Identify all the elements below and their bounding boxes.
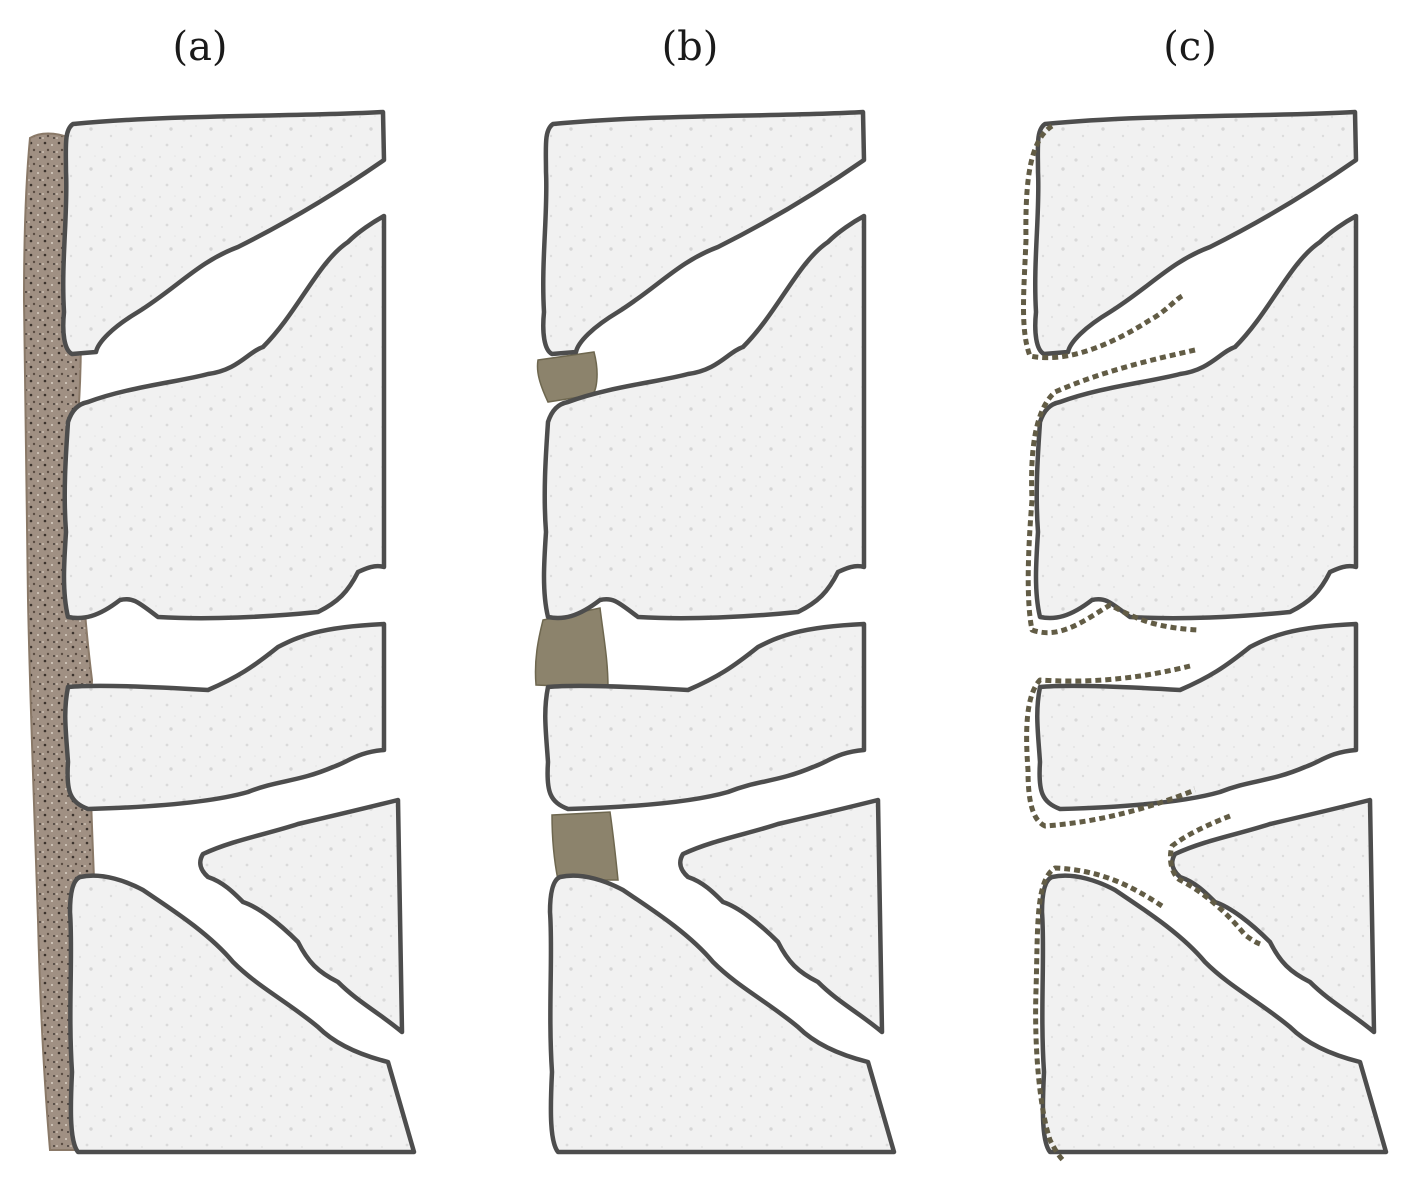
panel-label-c: (c) bbox=[1163, 24, 1217, 70]
dotted-film-block-1 bbox=[1021, 123, 1184, 361]
joint-filler-lower bbox=[551, 811, 619, 881]
dotted-film-block-3 bbox=[1024, 663, 1196, 829]
panel-a bbox=[22, 112, 414, 1152]
wall-c bbox=[1035, 112, 1386, 1152]
dotted-film-block-4 bbox=[1167, 813, 1261, 947]
wall-a bbox=[63, 112, 414, 1152]
panel-label-a: (a) bbox=[172, 24, 227, 70]
panel-label-b: (b) bbox=[662, 24, 719, 70]
panel-b bbox=[534, 112, 894, 1152]
panel-c bbox=[1021, 112, 1387, 1164]
dotted-film-block-2 bbox=[1025, 347, 1201, 636]
joint-filler-middle bbox=[534, 607, 609, 689]
dotted-film-block-5 bbox=[1033, 865, 1164, 1164]
